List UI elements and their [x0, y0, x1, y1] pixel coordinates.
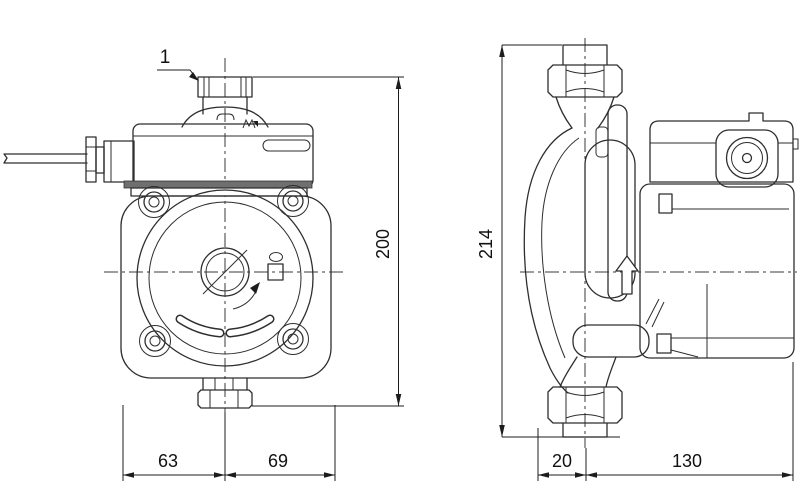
port-neck	[202, 96, 248, 115]
housing-flange	[120, 195, 332, 379]
dim-20-label: 20	[552, 451, 572, 471]
top-union	[547, 44, 623, 129]
front-view	[3, 58, 347, 472]
top-pipe-stub	[562, 44, 608, 66]
screw-boss	[277, 185, 309, 217]
flow-direction-arrow	[615, 255, 639, 295]
clamp-upper	[658, 193, 673, 214]
screw-boss	[138, 186, 170, 218]
chamber-pod	[572, 324, 650, 358]
screw-boss	[277, 323, 309, 355]
flange-tab	[595, 126, 609, 158]
cable-flange	[85, 136, 97, 183]
logo-mark-dot	[253, 121, 258, 127]
volute-body	[523, 104, 636, 394]
screw-boss	[139, 325, 171, 357]
dim-130-label: 130	[672, 451, 702, 471]
bottom-hex-nut	[197, 389, 253, 409]
side-view	[520, 38, 799, 448]
power-cable	[3, 136, 135, 183]
terminal-box	[132, 123, 314, 188]
stator-rim-outer	[136, 189, 314, 367]
dim-side-widths: 20 130	[537, 362, 794, 481]
clamp-lower	[656, 333, 672, 354]
threaded-port	[197, 76, 253, 98]
pump-housing	[120, 185, 332, 379]
dim-side-height: 214	[476, 44, 620, 438]
bottom-union-nut	[547, 386, 623, 424]
top-port	[181, 76, 269, 129]
cable-gland-nut	[103, 140, 135, 183]
bottom-port	[197, 377, 253, 409]
rotation-arrow	[232, 282, 260, 310]
vent-screw-cap	[269, 252, 283, 262]
gland-shield	[715, 129, 779, 188]
vent-screw	[267, 263, 284, 281]
stator-rim-inner	[148, 201, 302, 355]
terminal-box-slot	[262, 139, 311, 152]
logo-mark	[242, 118, 256, 129]
dim-63-label: 63	[158, 451, 178, 471]
dim-214-label: 214	[476, 229, 496, 259]
lead-wire	[645, 298, 665, 328]
dim-200-label: 200	[373, 229, 393, 259]
dimensions: 1 200 63 69 214	[122, 44, 794, 481]
cable-gland-face	[725, 136, 769, 180]
callout-1-label: 1	[160, 47, 171, 68]
bottom-union	[547, 324, 650, 438]
motor-body	[639, 183, 795, 359]
terminal-box-side	[649, 112, 799, 188]
cable-spacer	[95, 146, 105, 174]
dim-69-label: 69	[268, 451, 288, 471]
mounting-flange	[607, 104, 628, 302]
callout-1: 1	[157, 47, 199, 81]
dome	[181, 106, 269, 128]
dim-front-widths: 63 69	[122, 405, 336, 481]
top-union-nut	[547, 64, 623, 98]
top-tailpiece	[555, 96, 615, 129]
dim-front-height: 200	[252, 76, 404, 407]
bottom-tailpiece	[559, 356, 617, 388]
box-tab	[792, 138, 799, 150]
shaft-plug	[200, 247, 250, 297]
corner-screws	[143, 190, 304, 352]
